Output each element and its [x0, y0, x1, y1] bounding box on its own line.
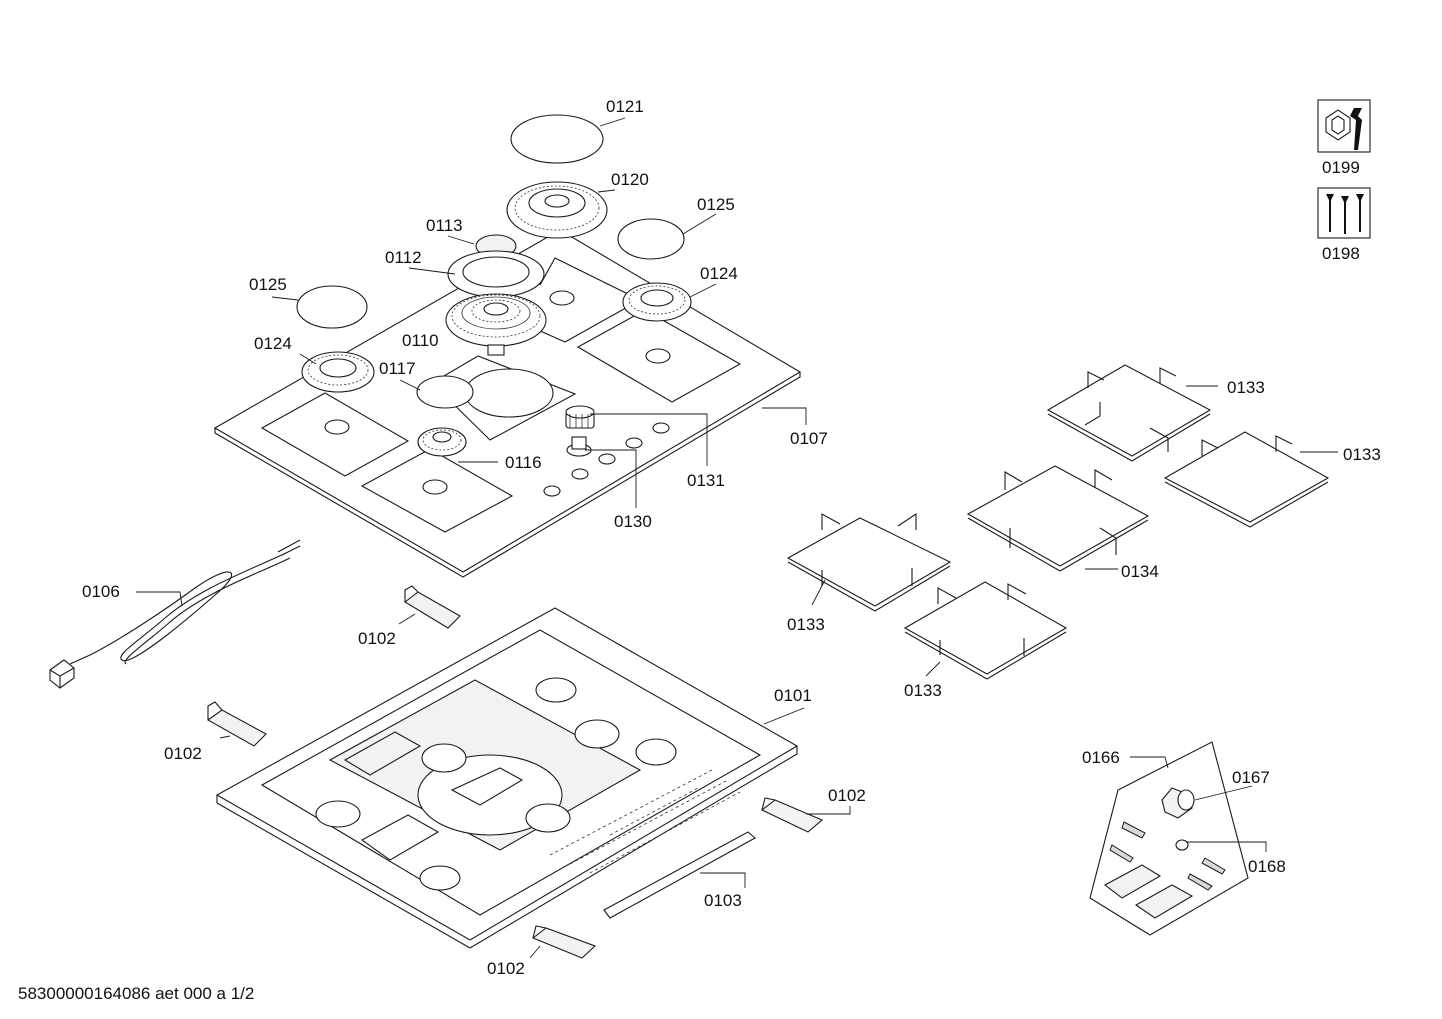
label-0117: 0117 — [379, 359, 416, 378]
label-0133-d: 0133 — [904, 681, 942, 700]
wok-ring — [447, 250, 545, 298]
label-0134: 0134 — [1121, 562, 1159, 581]
pan-support-133-a — [1046, 364, 1212, 462]
label-0106: 0106 — [82, 582, 120, 601]
burner-cap-right — [617, 218, 685, 260]
pan-support-134 — [966, 465, 1150, 572]
label-0110: 0110 — [402, 331, 439, 350]
label-0133-b: 0133 — [1343, 445, 1381, 464]
pan-support-133-b — [1163, 431, 1330, 528]
label-0133-a: 0133 — [1227, 378, 1265, 397]
mounting-clip-right — [760, 797, 824, 833]
label-0125-left: 0125 — [249, 275, 287, 294]
part-labels: 0121 0120 0125 0113 0112 0125 0124 0110 … — [82, 97, 1381, 978]
seal-strip — [603, 831, 756, 919]
label-0124-right: 0124 — [700, 264, 738, 283]
label-0120: 0120 — [611, 170, 649, 189]
control-knob — [565, 405, 595, 429]
label-0113: 0113 — [426, 216, 463, 235]
leader-lines — [136, 117, 1338, 959]
burner-cap-front — [416, 375, 474, 409]
pan-support-133-d — [903, 581, 1068, 680]
burner-right — [622, 282, 692, 322]
label-0101: 0101 — [774, 686, 812, 705]
gas-cable — [49, 539, 301, 689]
label-0121: 0121 — [606, 97, 644, 116]
burner-cap-large — [510, 114, 604, 164]
label-0167: 0167 — [1232, 768, 1270, 787]
label-0112: 0112 — [385, 248, 422, 267]
burner-small-front — [417, 427, 467, 457]
label-0116: 0116 — [505, 453, 542, 472]
bottom-tray — [215, 607, 799, 949]
label-0130: 0130 — [614, 512, 652, 531]
nut-and-wrench-icon — [1317, 99, 1371, 153]
label-0102-right: 0102 — [828, 786, 866, 805]
mounting-clip-top — [404, 585, 461, 629]
knob-bezel — [566, 436, 592, 457]
label-0125-right: 0125 — [697, 195, 735, 214]
label-0124-left: 0124 — [254, 334, 292, 353]
wok-burner — [445, 293, 547, 356]
accessory-kit — [1089, 741, 1249, 936]
label-0107: 0107 — [790, 429, 828, 448]
label-0102-top: 0102 — [358, 629, 396, 648]
label-0102-left: 0102 — [164, 744, 202, 763]
burner-left — [301, 351, 375, 393]
label-0133-c: 0133 — [787, 615, 825, 634]
mounting-clip-left — [206, 701, 267, 747]
pan-support-133-c — [786, 512, 952, 612]
label-0198: 0198 — [1322, 244, 1360, 263]
label-0102-bottom: 0102 — [487, 959, 525, 978]
burner-ring-large — [506, 181, 608, 239]
label-0166: 0166 — [1082, 748, 1120, 767]
mounting-clip-bottom — [531, 925, 597, 959]
burner-cap-left — [296, 285, 368, 329]
document-id: 58300000164086 aet 000 a 1/2 — [18, 984, 254, 1003]
label-0168: 0168 — [1248, 857, 1286, 876]
label-0103: 0103 — [704, 891, 742, 910]
screws-icon — [1317, 187, 1371, 239]
label-0199: 0199 — [1322, 158, 1360, 177]
label-0131: 0131 — [687, 471, 725, 490]
